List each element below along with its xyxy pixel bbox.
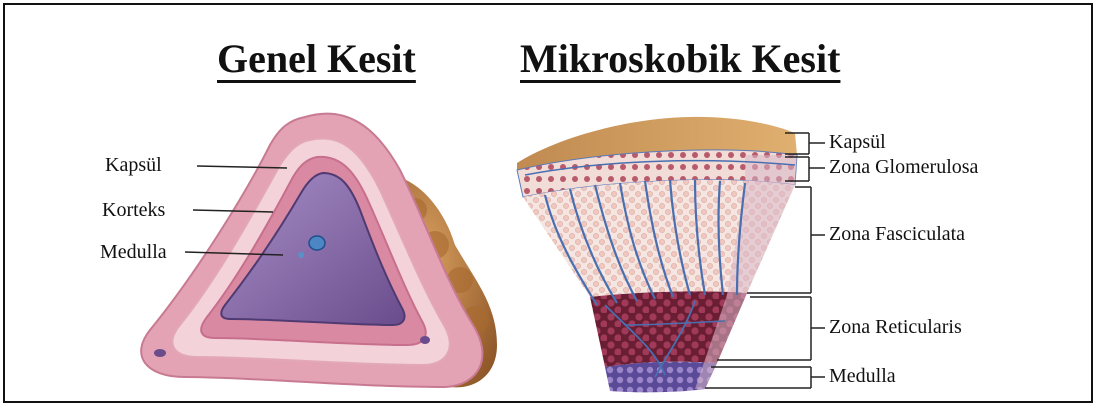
- label-right-capsule: Kapsül: [829, 132, 886, 152]
- label-zona-fasciculata: Zona Fasciculata: [829, 224, 965, 244]
- label-right-medulla: Medulla: [829, 366, 896, 386]
- adrenal-gland-diagram: Genel Kesit Mikroskobik Kesit: [3, 3, 1093, 403]
- label-zona-reticularis: Zona Reticularis: [829, 317, 962, 337]
- label-left-cortex: Korteks: [102, 200, 165, 220]
- label-zona-glomerulosa: Zona Glomerulosa: [829, 157, 978, 177]
- microscopic-section-illustration: [5, 5, 1095, 405]
- label-left-capsule: Kapsül: [105, 155, 162, 175]
- label-left-medulla: Medulla: [100, 242, 167, 262]
